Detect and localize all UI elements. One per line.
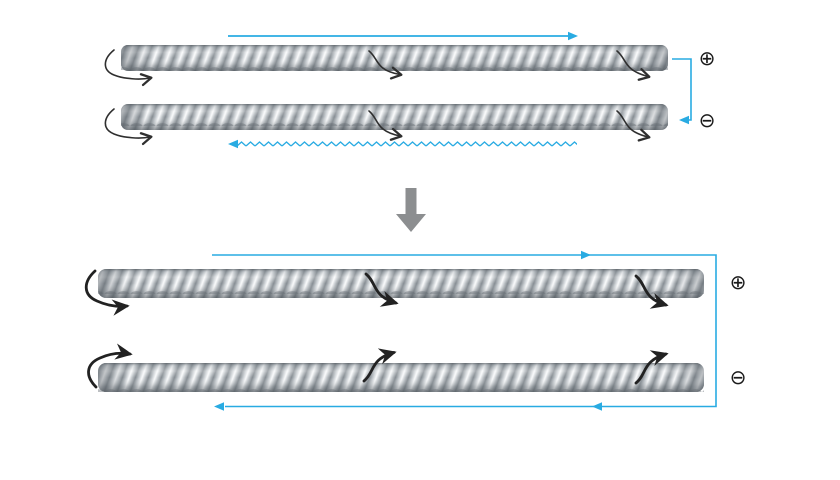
arrowhead-right-icon	[568, 31, 578, 41]
twist-arrow-icon	[87, 343, 133, 389]
transform-down-arrow	[396, 188, 426, 232]
twist-arrow-icon	[368, 110, 403, 141]
plus-terminal-bottom: ⊕	[729, 270, 747, 294]
bottom-flow-loop	[212, 250, 717, 411]
top-section	[104, 31, 692, 149]
twist-arrow-icon	[362, 348, 397, 383]
fiber-top-minus	[121, 104, 668, 130]
twist-arrow-icon	[364, 272, 399, 307]
top-twist-arrows	[104, 49, 651, 146]
top-forward-flow-arrow-right	[228, 31, 578, 41]
plus-terminal-top: ⊕	[698, 46, 716, 70]
fiber-top-plus	[121, 45, 668, 71]
twist-arrow-icon	[616, 50, 651, 81]
fiber-bottom-minus	[98, 363, 704, 392]
bottom-twist-arrows	[84, 269, 669, 389]
arrowhead-left-icon	[679, 115, 689, 125]
twist-arrow-icon	[104, 49, 153, 87]
arrowhead-left-icon	[214, 402, 224, 411]
top-terminal-bracket	[672, 58, 692, 125]
arrowhead-left-icon	[228, 139, 238, 149]
twist-arrow-icon	[368, 50, 403, 80]
bottom-section	[84, 250, 717, 411]
down-arrow-icon	[396, 188, 426, 232]
minus-terminal-bottom: ⊖	[729, 365, 747, 389]
twist-arrow-icon	[84, 269, 130, 316]
twist-arrow-icon	[634, 274, 669, 309]
twist-arrow-icon	[634, 350, 669, 385]
arrowhead-left-icon	[592, 402, 602, 411]
minus-terminal-top: ⊖	[698, 108, 716, 132]
twist-arrow-icon	[104, 108, 153, 146]
top-return-zigzag-arrow-left	[228, 139, 577, 149]
twist-arrow-icon	[616, 110, 651, 142]
fiber-bottom-plus	[98, 269, 704, 298]
arrowhead-right-icon	[581, 250, 591, 260]
